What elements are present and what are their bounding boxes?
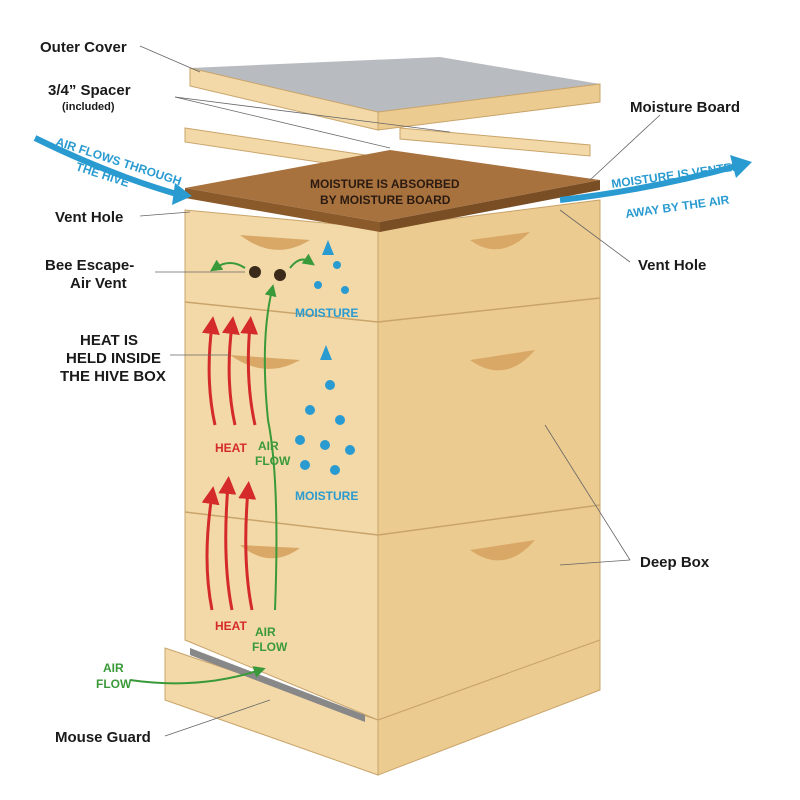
label-spacer-note: (included) [62,101,115,113]
label-heat-held: HEAT IS [80,332,138,349]
heat-arrows [201,316,259,611]
note-heat: HEAT [215,441,247,455]
outer-cover [189,57,601,131]
note-airflow: AIR [258,439,279,453]
note-moisture: MOISTURE [295,306,358,320]
note-airflow: FLOW [252,640,288,654]
air-out-arrow [559,162,741,203]
note-absorbed: BY MOISTURE BOARD [320,193,451,207]
note-vented: AWAY BY THE AIR [624,192,730,220]
moisture-board [185,150,600,232]
label-vent-hole-right: Vent Hole [638,257,706,274]
moisture-drops-icon [295,240,355,475]
note-heat: HEAT [215,619,247,633]
note-airflow: AIR [255,625,276,639]
label-mouse-guard: Mouse Guard [55,729,151,746]
handholds [230,232,535,561]
airflow-arrows [129,253,315,685]
label-bee-escape: Bee Escape- [45,257,134,274]
leader-lines [139,45,661,737]
label-deep-box: Deep Box [640,554,710,571]
note-absorbed: MOISTURE IS ABSORBED [310,177,460,191]
note-vented: MOISTURE IS VENTED [610,159,741,191]
label-spacer: 3/4” Spacer [48,82,131,99]
vent-hole-icon [274,269,286,281]
label-vent-hole-left: Vent Hole [55,209,123,226]
box-dividers [184,297,601,536]
label-air-vent: Air Vent [70,275,127,292]
note-airflow: FLOW [255,454,291,468]
label-heat-held: THE HIVE BOX [60,368,166,385]
mouse-guard [190,648,365,722]
note-airflow: FLOW [96,677,132,691]
note-moisture: MOISTURE [295,489,358,503]
note-airflow: AIR [103,661,124,675]
label-outer-cover: Outer Cover [40,39,127,56]
vent-hole-icon [249,266,261,278]
label-moisture-board: Moisture Board [630,99,740,116]
air-in-arrow [33,135,181,198]
label-heat-held: HELD INSIDE [66,350,161,367]
